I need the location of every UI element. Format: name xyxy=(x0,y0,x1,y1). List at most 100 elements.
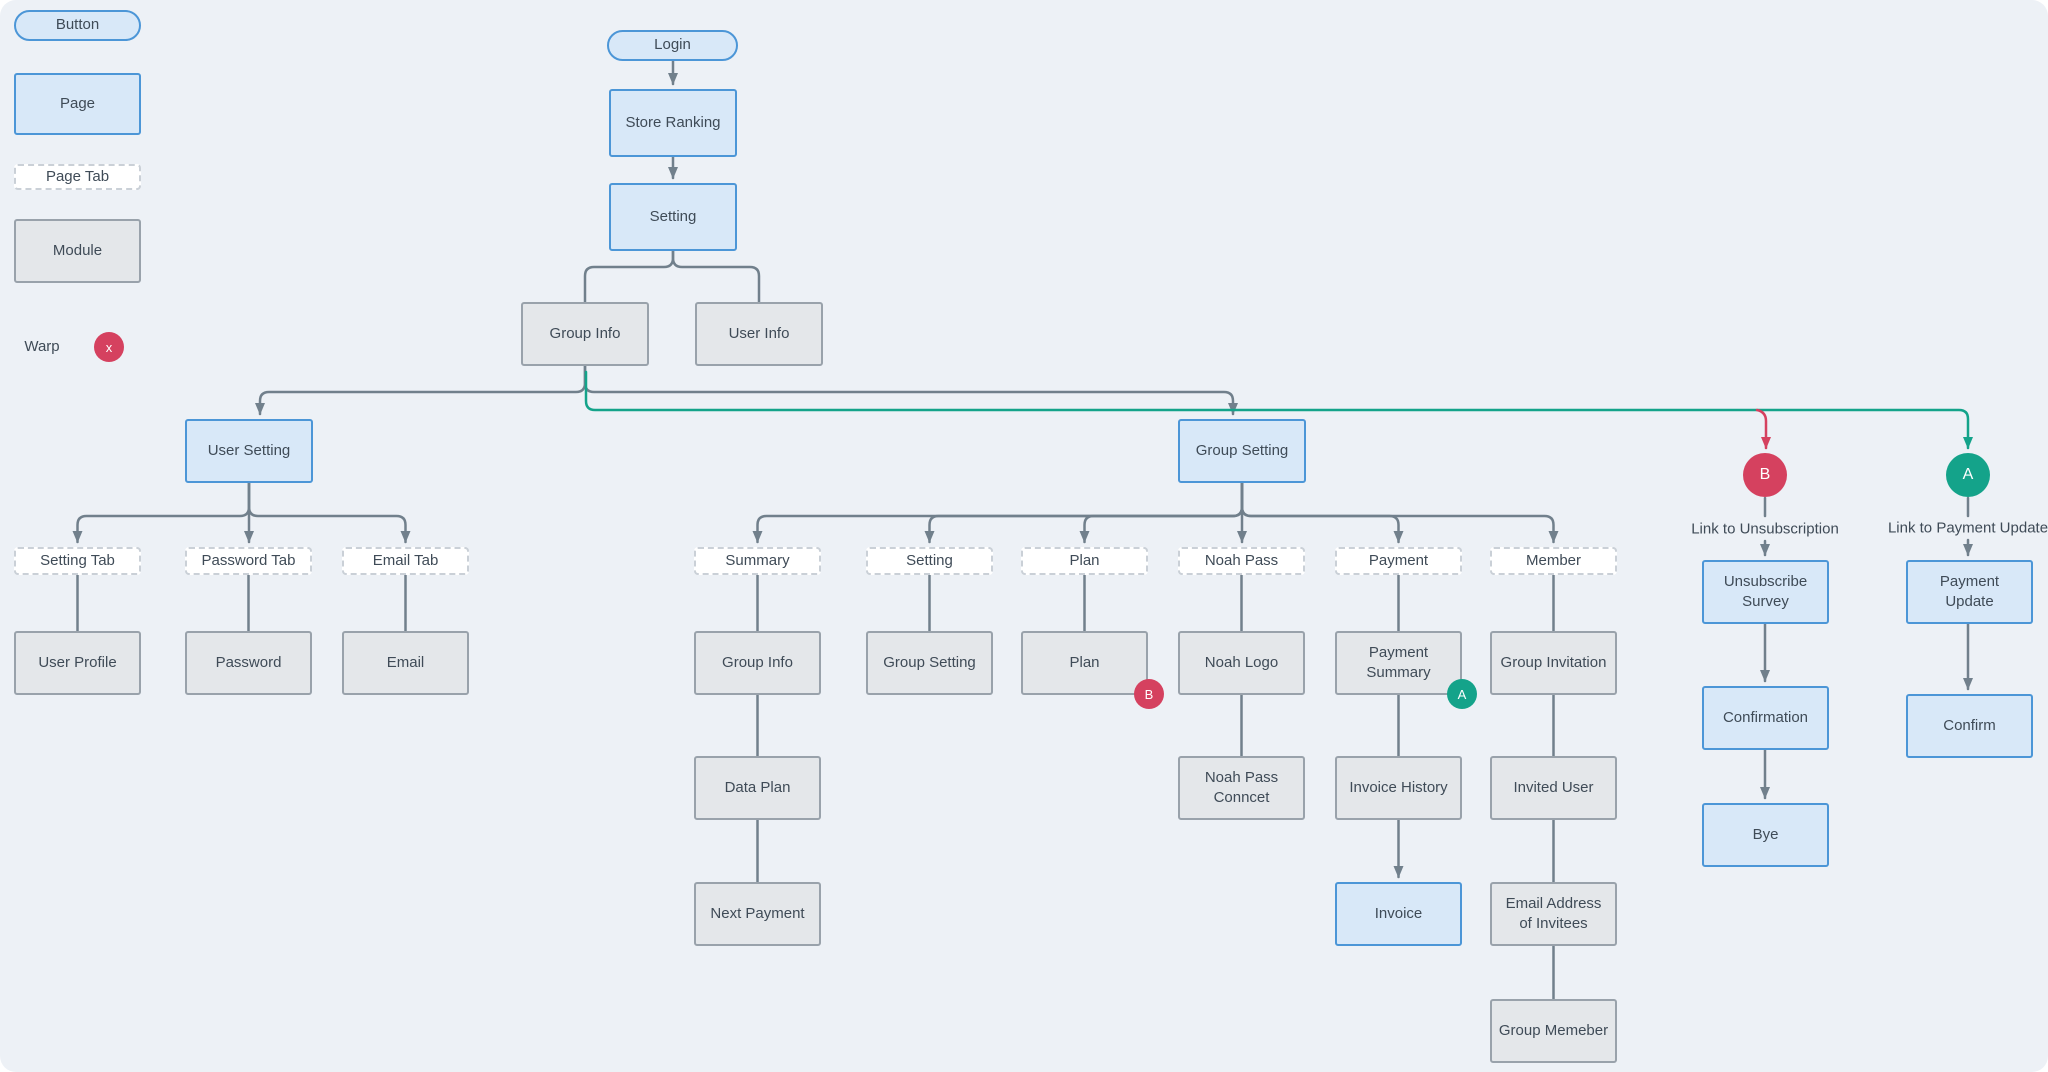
legend-page-tab-label: Page Tab xyxy=(45,167,110,185)
node-label: Setting xyxy=(649,207,697,225)
node-noah-pass-conncet[interactable]: Noah Pass Conncet xyxy=(1178,756,1305,820)
node-label: Unsubscribe Survey xyxy=(1723,572,1808,610)
legend-module-label: Module xyxy=(52,241,103,259)
node-user-profile[interactable]: User Profile xyxy=(14,631,141,695)
legend-button-label: Button xyxy=(55,16,100,34)
node-label: Payment Summary xyxy=(1366,643,1431,681)
node-next-payment[interactable]: Next Payment xyxy=(694,882,821,946)
node-plan[interactable]: Plan xyxy=(1021,631,1148,695)
node-label: Email Address of Invitees xyxy=(1505,894,1602,932)
node-store-ranking[interactable]: Store Ranking xyxy=(609,89,737,157)
node-label: User Profile xyxy=(38,653,117,671)
node-label: Group Memeber xyxy=(1498,1021,1609,1039)
node-user-info[interactable]: User Info xyxy=(695,302,823,366)
legend-page[interactable]: Page xyxy=(14,73,141,135)
edge-groupsetting-member-tab xyxy=(1240,481,1559,544)
node-setting-tab-2[interactable]: Setting xyxy=(866,547,993,575)
node-payment-summary[interactable]: Payment Summary xyxy=(1335,631,1462,695)
node-label: Noah Pass xyxy=(1204,551,1279,569)
node-bye[interactable]: Bye xyxy=(1702,803,1829,867)
legend-warp-label: Warp xyxy=(24,338,60,355)
node-invoice[interactable]: Invoice xyxy=(1335,882,1462,946)
node-label: Setting Tab xyxy=(40,551,115,569)
node-label: Plan xyxy=(1069,551,1100,569)
warp-letter: B xyxy=(1144,686,1154,702)
node-label: Invoice History xyxy=(1349,778,1448,796)
node-label: Member xyxy=(1525,551,1581,569)
edge-red-warp-b xyxy=(1755,408,1771,450)
node-label: Summary xyxy=(725,551,790,569)
edge-groupinfo-user-setting xyxy=(255,364,587,416)
node-invoice-history[interactable]: Invoice History xyxy=(1335,756,1462,820)
node-confirmation[interactable]: Confirmation xyxy=(1702,686,1829,750)
node-payment-tab[interactable]: Payment xyxy=(1335,547,1462,575)
node-data-plan[interactable]: Data Plan xyxy=(694,756,821,820)
node-group-memeber[interactable]: Group Memeber xyxy=(1490,999,1617,1063)
warp-b-source[interactable]: B xyxy=(1134,679,1164,709)
node-user-setting[interactable]: User Setting xyxy=(185,419,313,483)
node-label: Noah Pass Conncet xyxy=(1204,768,1279,806)
node-group-info[interactable]: Group Info xyxy=(521,302,649,366)
node-group-info-2[interactable]: Group Info xyxy=(694,631,821,695)
node-setting-tab[interactable]: Setting Tab xyxy=(14,547,141,575)
edge-setting-user-info xyxy=(671,249,761,304)
node-label: Confirm xyxy=(1943,716,1996,734)
node-summary-tab[interactable]: Summary xyxy=(694,547,821,575)
node-login[interactable]: Login xyxy=(607,30,738,61)
link-to-payment-update: Link to Payment Update xyxy=(1887,519,2048,537)
node-label: Password xyxy=(215,653,282,671)
node-member-tab[interactable]: Member xyxy=(1490,547,1617,575)
node-group-invitation[interactable]: Group Invitation xyxy=(1490,631,1617,695)
warp-letter: A xyxy=(1457,686,1467,702)
node-label: Setting xyxy=(906,551,953,569)
warp-b-target[interactable]: B xyxy=(1743,453,1787,497)
node-email-address-of-invitees[interactable]: Email Address of Invitees xyxy=(1490,882,1617,946)
node-label: Group Setting xyxy=(883,653,976,671)
node-label: Password Tab xyxy=(201,551,296,569)
warp-a-target[interactable]: A xyxy=(1946,453,1990,497)
node-email-tab[interactable]: Email Tab xyxy=(342,547,469,575)
legend-button[interactable]: Button xyxy=(14,10,141,41)
node-confirm[interactable]: Confirm xyxy=(1906,694,2033,758)
node-label: Noah Logo xyxy=(1204,653,1279,671)
node-label: Confirmation xyxy=(1722,708,1809,726)
node-label: Payment xyxy=(1368,551,1429,569)
node-label: Login xyxy=(654,36,691,54)
node-group-setting[interactable]: Group Setting xyxy=(1178,419,1306,483)
node-email[interactable]: Email xyxy=(342,631,469,695)
node-plan-tab[interactable]: Plan xyxy=(1021,547,1148,575)
legend-module[interactable]: Module xyxy=(14,219,141,283)
node-setting[interactable]: Setting xyxy=(609,183,737,251)
node-label: Data Plan xyxy=(724,778,791,796)
node-label: Invoice xyxy=(1374,904,1423,922)
node-password-tab[interactable]: Password Tab xyxy=(185,547,312,575)
edge-groupsetting-payment-tab xyxy=(1240,481,1404,544)
warp-letter: B xyxy=(1759,466,1771,483)
node-label: Bye xyxy=(1752,825,1779,843)
edge-groupsetting-plan-tab xyxy=(1079,481,1244,544)
node-label: Email xyxy=(386,653,425,671)
node-label: Plan xyxy=(1069,653,1100,671)
edge-groupinfo-group-setting xyxy=(583,364,1238,416)
legend-warp-circle[interactable]: x xyxy=(94,332,124,362)
link-to-unsubscription: Link to Unsubscription xyxy=(1691,520,1839,538)
legend-page-tab[interactable]: Page Tab xyxy=(14,164,141,190)
node-unsubscribe-survey[interactable]: Unsubscribe Survey xyxy=(1702,560,1829,624)
edge-usersetting-email-tab xyxy=(247,481,411,544)
warp-a-source[interactable]: A xyxy=(1447,679,1477,709)
node-label: Group Info xyxy=(722,653,793,671)
node-label: Next Payment xyxy=(710,904,805,922)
legend-warp-symbol: x xyxy=(105,339,113,355)
node-label: User Setting xyxy=(207,441,291,459)
node-noah-logo[interactable]: Noah Logo xyxy=(1178,631,1305,695)
node-payment-update[interactable]: Payment Update xyxy=(1906,560,2033,624)
node-noah-pass-tab[interactable]: Noah Pass xyxy=(1178,547,1305,575)
node-group-setting-2[interactable]: Group Setting xyxy=(866,631,993,695)
node-label: Payment Update xyxy=(1939,572,2000,610)
node-label: Group Info xyxy=(549,324,621,342)
node-label: Group Invitation xyxy=(1500,653,1607,671)
node-password[interactable]: Password xyxy=(185,631,312,695)
edge-usersetting-setting-tab xyxy=(72,481,251,544)
node-invited-user[interactable]: Invited User xyxy=(1490,756,1617,820)
